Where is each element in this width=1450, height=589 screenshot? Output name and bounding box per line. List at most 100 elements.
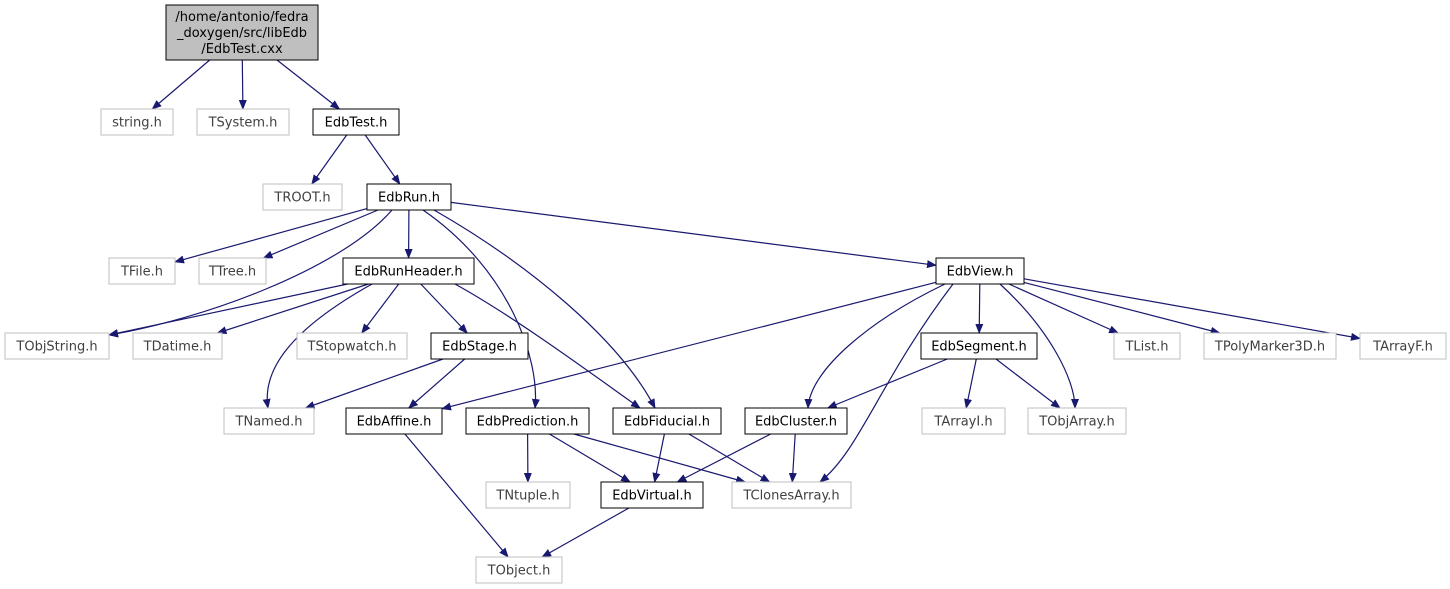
edge-edbprediction-to-edbvirtual	[549, 433, 631, 483]
node-tnamed: TNamed.h	[223, 407, 315, 435]
node-tstopwatch: TStopwatch.h	[296, 332, 408, 360]
node-tobjstring: TObjString.h	[4, 332, 110, 360]
node-root-edbtest-cxx: /home/antonio/fedra_doxygen/src/libEdb/E…	[165, 4, 319, 61]
node-box	[223, 407, 315, 435]
edge-edbrunheader-to-tdatime	[216, 283, 369, 335]
node-label: TObjString.h	[15, 340, 97, 355]
edge-edbview-to-tarrayf	[1023, 278, 1361, 341]
edge-edbstage-to-edbaffine	[408, 358, 466, 409]
node-label: TObject.h	[487, 564, 551, 579]
node-box	[600, 481, 704, 509]
node-tobjarray: TObjArray.h	[1027, 407, 1127, 435]
node-box	[132, 332, 223, 360]
node-box	[430, 332, 529, 360]
edge-edbrunheader-to-edbstage	[420, 283, 468, 334]
node-label: TFile.h	[120, 265, 163, 280]
node-box	[731, 481, 852, 509]
node-label: TList.h	[1124, 340, 1168, 355]
node-edbrunheader[interactable]: EdbRunHeader.h	[342, 257, 475, 285]
node-edbaffine[interactable]: EdbAffine.h	[345, 407, 443, 435]
node-label: EdbView.h	[947, 265, 1014, 280]
node-tarrayf: TArrayF.h	[1359, 332, 1447, 360]
node-string: string.h	[100, 108, 174, 136]
node-edbview[interactable]: EdbView.h	[935, 257, 1025, 285]
node-tarrayi: TArrayI.h	[921, 407, 1006, 435]
node-box	[198, 257, 267, 285]
edge-edbstage-to-tnamed	[304, 358, 444, 409]
node-edbrun[interactable]: EdbRun.h	[366, 183, 452, 211]
node-label: EdbStage.h	[442, 340, 517, 355]
edge-edbrunheader-to-edbfiducial	[454, 283, 641, 409]
edge-edbsegment-to-tobjarray	[995, 358, 1061, 409]
node-box	[108, 257, 176, 285]
node-tdatime: TDatime.h	[132, 332, 223, 360]
edge-edbview-to-edbaffine	[441, 281, 937, 411]
node-box	[921, 407, 1006, 435]
node-edbprediction[interactable]: EdbPrediction.h	[465, 407, 590, 435]
edge-edbfiducial-to-tclonesarray	[688, 433, 771, 483]
node-label: EdbAffine.h	[357, 415, 432, 430]
node-tobject: TObject.h	[475, 556, 563, 584]
edge-edbvirtual-to-tobject	[541, 507, 630, 558]
edge-edbrunheader-to-tstopwatch	[361, 283, 400, 334]
edge-edbcluster-to-edbvirtual	[676, 433, 771, 483]
node-edbvirtual[interactable]: EdbVirtual.h	[600, 481, 704, 509]
edge-edbview-to-tlist	[1008, 283, 1120, 334]
edge-edbrun-to-edbview	[450, 201, 937, 269]
edge-edbview-to-tclonesarray	[819, 283, 954, 483]
node-box	[196, 108, 290, 136]
node-box	[296, 332, 408, 360]
node-box	[920, 332, 1038, 360]
node-edbcluster[interactable]: EdbCluster.h	[744, 407, 848, 435]
node-label-line: /home/antonio/fedra	[175, 10, 308, 25]
edge-edbview-to-edbsegment	[975, 283, 984, 334]
node-label: EdbTest.h	[325, 116, 388, 131]
node-box	[165, 4, 319, 61]
edge-edbrun-to-ttree	[262, 209, 379, 259]
node-box	[485, 481, 571, 509]
node-box	[1359, 332, 1447, 360]
edge-edbrunheader-to-tobjstring	[108, 283, 348, 337]
node-box	[935, 257, 1025, 285]
node-label-line: _doxygen/src/libEdb	[176, 26, 307, 41]
node-label: EdbVirtual.h	[612, 489, 692, 504]
node-label: EdbCluster.h	[755, 415, 837, 430]
node-box	[1203, 332, 1337, 360]
node-label: EdbPrediction.h	[477, 415, 579, 430]
node-label: TArrayI.h	[933, 415, 992, 430]
node-edbtest[interactable]: EdbTest.h	[312, 108, 400, 136]
node-box	[744, 407, 848, 435]
node-box	[262, 183, 343, 211]
node-box	[312, 108, 400, 136]
edge-root-to-string	[151, 59, 211, 110]
node-tpolymarker: TPolyMarker3D.h	[1203, 332, 1337, 360]
node-label: TDatime.h	[143, 340, 212, 355]
node-label: TStopwatch.h	[307, 340, 397, 355]
node-edbfiducial[interactable]: EdbFiducial.h	[612, 407, 722, 435]
edge-root-to-tsystem	[238, 59, 247, 110]
node-box	[1027, 407, 1127, 435]
edge-edbtest-to-edbrun	[364, 134, 401, 185]
edge-edbsegment-to-edbcluster	[826, 358, 948, 409]
node-label: TPolyMarker3D.h	[1214, 340, 1325, 355]
dependency-edges	[108, 59, 1361, 558]
edge-edbfiducial-to-edbvirtual	[652, 433, 665, 483]
node-tsystem: TSystem.h	[196, 108, 290, 136]
node-ttree: TTree.h	[198, 257, 267, 285]
node-edbstage[interactable]: EdbStage.h	[430, 332, 529, 360]
node-edbsegment[interactable]: EdbSegment.h	[920, 332, 1038, 360]
edge-edbview-to-tobjarray	[999, 283, 1079, 409]
node-label: TNtuple.h	[495, 489, 559, 504]
node-label: EdbFiducial.h	[624, 415, 710, 430]
node-tfile: TFile.h	[108, 257, 176, 285]
edge-edbrun-to-edbprediction	[422, 209, 540, 409]
edge-edbcluster-to-tclonesarray	[788, 433, 797, 483]
edge-edbsegment-to-tarrayi	[964, 358, 977, 409]
node-label: TTree.h	[208, 265, 256, 280]
node-box	[342, 257, 475, 285]
edge-edbview-to-tpolymarker	[1023, 281, 1221, 335]
file-nodes: /home/antonio/fedra_doxygen/src/libEdb/E…	[4, 4, 1447, 584]
edge-edbview-to-edbcluster	[804, 283, 946, 409]
node-troot: TROOT.h	[262, 183, 343, 211]
